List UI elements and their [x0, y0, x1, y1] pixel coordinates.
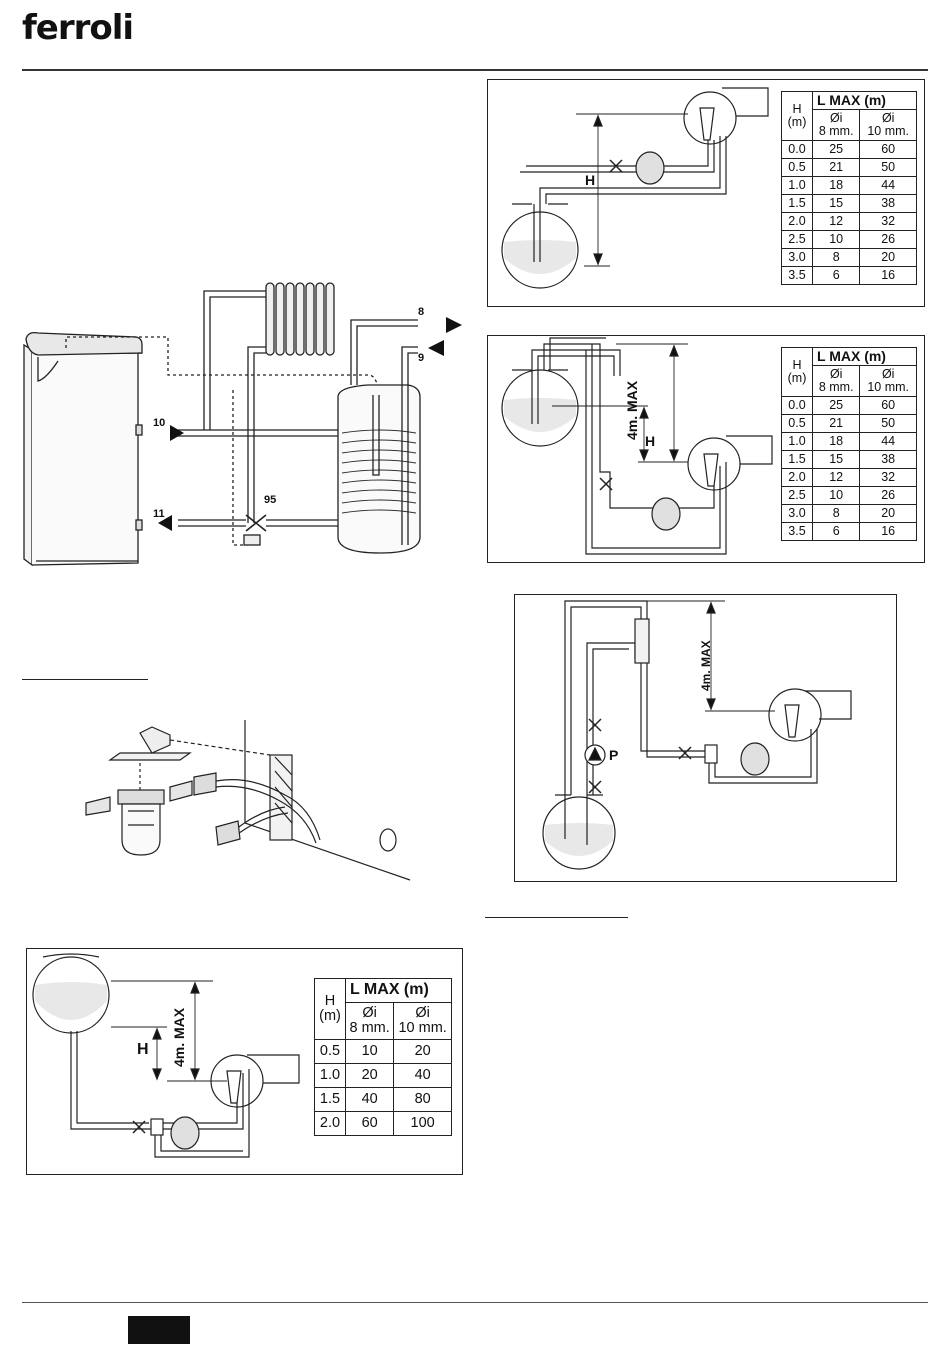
label-8: 8: [418, 306, 425, 318]
col-8mm-a: Øi: [829, 110, 843, 125]
col-10mm-b: 10 mm.: [867, 124, 910, 138]
col-8mm-a: Øi: [829, 366, 843, 381]
col-10mm-a: Øi: [881, 366, 895, 381]
max-height-label: 4m. MAX: [699, 640, 713, 691]
col-h: H: [792, 357, 802, 372]
height-label-h: H: [645, 433, 656, 449]
col-8mm-a: Øi: [362, 1004, 377, 1021]
pump-supply-diagram: P 4m. MAX: [514, 594, 897, 882]
lmax-header: L MAX (m): [345, 978, 452, 1003]
col-8mm-b: 8 mm.: [349, 1020, 390, 1036]
col-h-unit: (m): [787, 115, 807, 129]
col-10mm-a: Øi: [415, 1004, 430, 1021]
label-10: 10: [153, 417, 166, 429]
col-h-unit: (m): [787, 371, 807, 385]
label-11: 11: [153, 508, 165, 520]
lmax-header: L MAX (m): [812, 347, 917, 366]
filter-installation-sketch: [85, 720, 411, 881]
pump-label: P: [609, 747, 619, 763]
ferroli-logo: ferroli: [22, 8, 134, 48]
max-height-label: 4m. MAX: [171, 1007, 187, 1067]
col-8mm-b: 8 mm.: [818, 380, 854, 394]
col-10mm-a: Øi: [881, 110, 895, 125]
lmax-header: L MAX (m): [812, 91, 917, 110]
footer-rule: [22, 1302, 928, 1303]
height-label-h: H: [585, 172, 596, 188]
header-rule: [22, 69, 928, 71]
col-h: H: [324, 992, 336, 1009]
label-95: 95: [264, 494, 277, 506]
max-height-label: 4m. MAX: [624, 380, 640, 440]
hydraulic-diagram: [23, 282, 462, 567]
section-underline-right: [485, 917, 628, 918]
language-badge: [128, 1316, 190, 1344]
col-h-unit: (m): [319, 1008, 341, 1024]
label-9: 9: [418, 352, 425, 364]
section-underline-left: [22, 679, 148, 680]
col-h: H: [792, 101, 802, 116]
height-label-h: H: [137, 1041, 149, 1058]
col-8mm-b: 8 mm.: [818, 124, 854, 138]
col-10mm-b: 10 mm.: [398, 1020, 447, 1036]
col-10mm-b: 10 mm.: [867, 380, 910, 394]
